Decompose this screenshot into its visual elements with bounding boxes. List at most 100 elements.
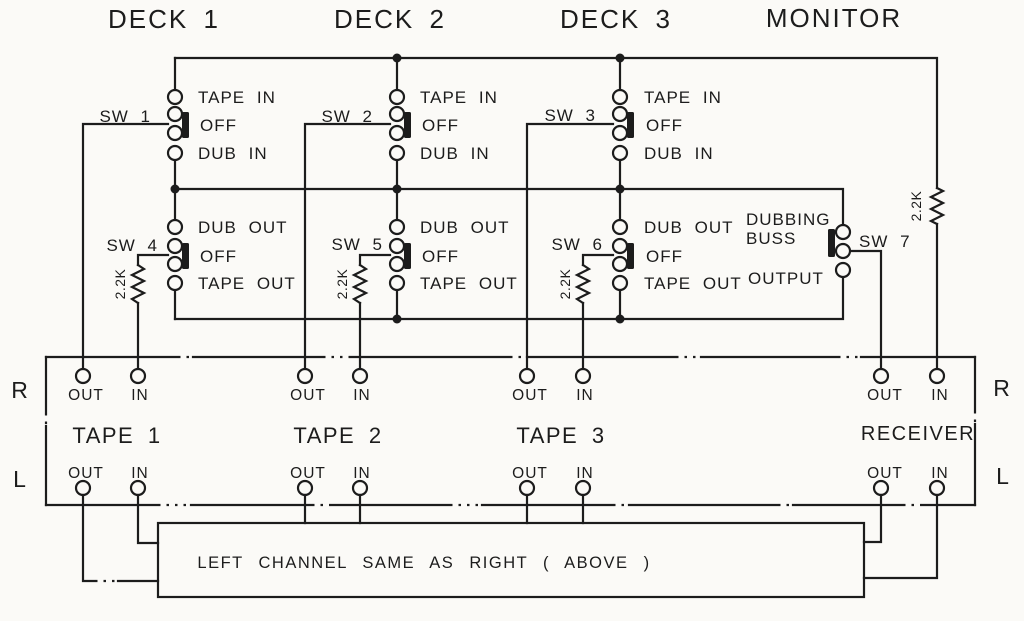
- sw4-label: SW 4: [106, 236, 158, 255]
- tape1-r-in-label: IN: [131, 387, 149, 404]
- sw1-label: SW 1: [99, 107, 151, 126]
- tape2-r-out-terminal: [296, 367, 314, 385]
- deck1-tape-in-label: TAPE IN: [198, 88, 276, 107]
- sw2-actuator-bar: [404, 112, 411, 138]
- monitor-header: MONITOR: [766, 3, 902, 33]
- deck1-dub-out-label: DUB OUT: [198, 218, 288, 237]
- tape2-r-in-terminal: [351, 367, 369, 385]
- sw6-dub-out-contact: [611, 218, 629, 236]
- channel-markers: R R L L: [11, 375, 1011, 492]
- dubbing-buss-label-line2: BUSS: [746, 229, 796, 248]
- deck1-resistor: [129, 263, 147, 305]
- deck3-resistor: [574, 263, 592, 305]
- tape1-r-out-terminal: [74, 367, 92, 385]
- sw6-actuator-bar: [627, 243, 634, 269]
- sw6-lower-contact: [611, 255, 629, 273]
- sw2-label: SW 2: [321, 107, 373, 126]
- sw4-dub-out-contact: [166, 218, 184, 236]
- monitor-resistor: [928, 186, 946, 226]
- deck3-dub-out-label: DUB OUT: [644, 218, 734, 237]
- tape3-r-in-label: IN: [576, 387, 594, 404]
- receiver-l-out-label: OUT: [867, 465, 903, 482]
- deck1-wiring: [81, 56, 177, 371]
- sw3-tape-in-contact: [611, 88, 629, 106]
- sw1-lower-contact: [166, 124, 184, 142]
- deck1-header: DECK 1: [108, 4, 220, 34]
- sw5-upper-contact: [388, 237, 406, 255]
- deck3-off-label: OFF: [646, 116, 683, 135]
- sw5-tape-out-contact: [388, 274, 406, 292]
- tape1-r-out-label: OUT: [68, 387, 104, 404]
- tape3-l-out-label: OUT: [512, 465, 548, 482]
- sw3-actuator-bar: [627, 112, 634, 138]
- deck2-tape-in-label: TAPE IN: [420, 88, 498, 107]
- left-l-marker: L: [13, 466, 27, 492]
- deck2-section: SW 2 TAPE IN OFF DUB IN SW 5 DUB OUT OFF…: [303, 56, 517, 371]
- sw7-actuator-bar: [828, 229, 835, 257]
- left-channel-note: LEFT CHANNEL SAME AS RIGHT ( ABOVE ): [197, 554, 650, 572]
- sw1-dub-in-contact: [166, 144, 184, 162]
- deck3-header: DECK 3: [560, 4, 672, 34]
- deck3-resistor-value: 2.2K: [557, 268, 573, 299]
- tape2-r-in-label: IN: [353, 387, 371, 404]
- right-r-marker: R: [993, 375, 1011, 401]
- tape2-r-out-label: OUT: [290, 387, 326, 404]
- sw5-label: SW 5: [331, 235, 383, 254]
- deck2-dub-out-label: DUB OUT: [420, 218, 510, 237]
- deck3-tape-in-label: TAPE IN: [644, 88, 722, 107]
- unit-names: TAPE 1 TAPE 2 TAPE 3 RECEIVER: [72, 423, 975, 448]
- equipment-panel: OUT IN OUT IN OUT IN OUT IN TAPE 1 TAPE …: [11, 355, 1011, 507]
- sw3-lower-contact: [611, 124, 629, 142]
- deck1-off-label: OFF: [200, 116, 237, 135]
- left-r-marker: R: [11, 377, 29, 403]
- tape3-l-in-terminal: [574, 479, 592, 497]
- sw6-tape-out-contact: [611, 274, 629, 292]
- deck-headers: DECK 1 DECK 2 DECK 3 MONITOR: [108, 3, 902, 34]
- sw7-section: DUBBING BUSS SW 7 OUTPUT: [746, 210, 911, 371]
- receiver-name: RECEIVER: [861, 423, 975, 445]
- deck1-tape-out-label: TAPE OUT: [198, 274, 296, 293]
- sw7-pole-contact: [834, 242, 852, 260]
- sw6-label: SW 6: [551, 235, 603, 254]
- receiver-l-in-terminal: [928, 479, 946, 497]
- receiver-r-in-terminal: [928, 367, 946, 385]
- tape1-l-in-label: IN: [131, 465, 149, 482]
- receiver-l-in-label: IN: [931, 465, 949, 482]
- sw7-pole-wire: [848, 249, 883, 371]
- deck1-off2-label: OFF: [200, 247, 237, 266]
- tape1-l-out-label: OUT: [68, 465, 104, 482]
- receiver-r-out-terminal: [872, 367, 890, 385]
- sw1-tape-in-contact: [166, 88, 184, 106]
- sw3-dub-in-contact: [611, 144, 629, 162]
- right-l-marker: L: [996, 463, 1010, 489]
- deck3-section: SW 3 TAPE IN OFF DUB IN SW 6 DUB OUT OFF…: [525, 56, 741, 371]
- sw3-upper-contact: [611, 105, 629, 123]
- tape2-l-in-terminal: [351, 479, 369, 497]
- receiver-r-in-label: IN: [931, 387, 949, 404]
- tape1-l-in-terminal: [129, 479, 147, 497]
- tape2-l-out-label: OUT: [290, 465, 326, 482]
- sw6-upper-contact: [611, 237, 629, 255]
- tape3-r-out-terminal: [518, 367, 536, 385]
- receiver-l-out-terminal: [872, 479, 890, 497]
- sw4-lower-contact: [166, 255, 184, 273]
- deck2-dub-in-label: DUB IN: [420, 144, 490, 163]
- sw7-label: SW 7: [859, 232, 911, 251]
- deck2-wiring: [303, 56, 399, 371]
- sw4-tape-out-contact: [166, 274, 184, 292]
- sw1-actuator-bar: [182, 112, 189, 138]
- deck1-resistor-value: 2.2K: [112, 268, 128, 299]
- receiver-r-out-label: OUT: [867, 387, 903, 404]
- deck2-resistor-value: 2.2K: [334, 268, 350, 299]
- sw2-dub-in-contact: [388, 144, 406, 162]
- left-channel-terminals: OUT IN OUT IN OUT IN OUT IN: [68, 465, 949, 497]
- deck2-off-label: OFF: [422, 116, 459, 135]
- tape1-r-in-terminal: [129, 367, 147, 385]
- sw5-dub-out-contact: [388, 218, 406, 236]
- tape1-name: TAPE 1: [72, 423, 161, 448]
- sw1-upper-contact: [166, 105, 184, 123]
- sw7-output-contact: [834, 261, 852, 279]
- right-channel-terminals: OUT IN OUT IN OUT IN OUT IN: [68, 367, 949, 404]
- sw5-lower-contact: [388, 255, 406, 273]
